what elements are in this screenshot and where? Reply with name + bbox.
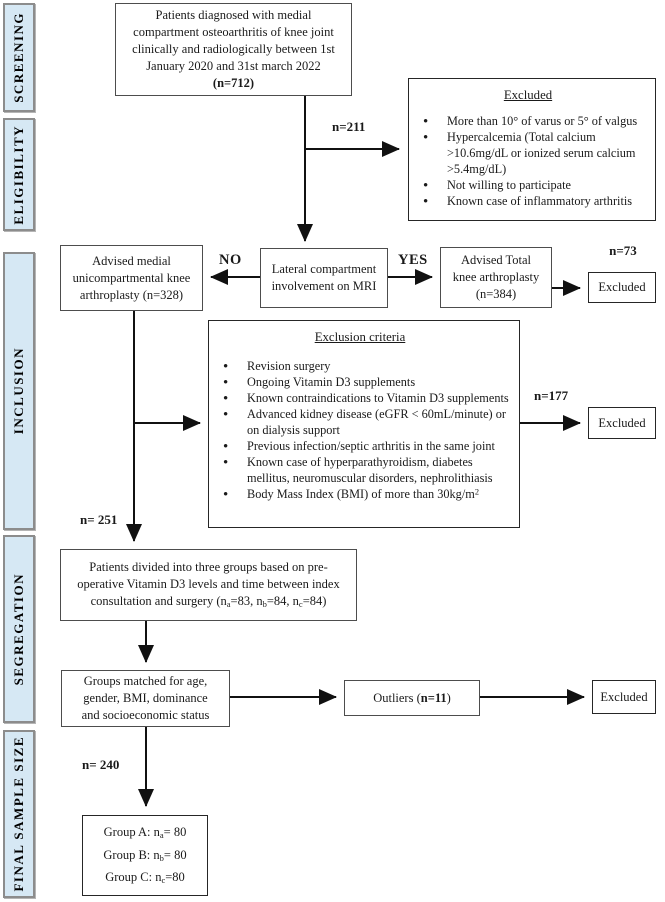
stage-screening: SCREENING xyxy=(3,3,35,112)
tka-excluded-box: Excluded xyxy=(588,272,656,303)
matched-box-line: gender, BMI, dominance xyxy=(83,691,208,705)
uka-box-line: unicompartmental knee xyxy=(72,270,191,285)
three-groups-box: Patients divided into three groups based… xyxy=(60,549,357,621)
exclusion-criteria-list: Revision surgery Ongoing Vitamin D3 supp… xyxy=(209,358,511,505)
excluded-text: Excluded xyxy=(598,280,646,294)
final-group-row: Group B: nb= 80 xyxy=(103,847,187,863)
groups-box-line: consultation and surgery (na=83, nb=84, … xyxy=(90,594,327,610)
excluded-item: Known case of inflammatory arthritis xyxy=(409,193,647,212)
mri-box-line: Lateral compartment xyxy=(271,262,377,276)
n211-label: n=211 xyxy=(332,119,366,134)
tka-box-line: knee arthroplasty xyxy=(452,270,540,284)
stage-final-sample-size: FINAL SAMPLE SIZE xyxy=(3,730,35,898)
groups-matched-box: Groups matched for age, gender, BMI, dom… xyxy=(61,670,230,727)
excluded-title: Excluded xyxy=(503,88,553,102)
stage-segregation-label: SEGREGATION xyxy=(11,572,26,686)
exclusion-criteria-box: Exclusion criteria Revision surgery Ongo… xyxy=(208,320,520,528)
criteria-item: Previous infection/septic arthritis in t… xyxy=(209,438,511,457)
final-group-row: Group A: na= 80 xyxy=(103,825,187,841)
criteria-item: Revision surgery xyxy=(209,358,511,377)
criteria-item: Ongoing Vitamin D3 supplements xyxy=(209,374,511,393)
mri-box-line: involvement on MRI xyxy=(271,279,377,293)
outliers-text: Outliers (n=11) xyxy=(373,690,451,705)
n73-label: n=73 xyxy=(609,243,637,258)
criteria-item-bmi: Body Mass Index (BMI) of more than 30kg/… xyxy=(209,486,511,505)
yes-label: YES xyxy=(398,252,428,268)
matched-box-line: and socioeconomic status xyxy=(81,708,210,722)
groups-box-line: operative Vitamin D3 levels and time bet… xyxy=(77,577,340,592)
uka-box-line: Advised medial xyxy=(92,253,171,268)
criteria-item: Advanced kidney disease (eGFR < 60mL/min… xyxy=(209,406,511,439)
screening-excluded-box: Excluded More than 10° of varus or 5° of… xyxy=(408,78,656,221)
outliers-box: Outliers (n=11) xyxy=(344,680,480,716)
final-group-row: Group C: nc=80 xyxy=(105,869,185,886)
n240-label: n= 240 xyxy=(82,757,120,772)
criteria-item: Known contraindications to Vitamin D3 su… xyxy=(209,390,511,409)
stage-final-sample-size-label: FINAL SAMPLE SIZE xyxy=(11,736,26,892)
advised-tka-box: Advised Total knee arthroplasty (n=384) xyxy=(440,247,552,308)
excluded-item: More than 10° of varus or 5° of valgus xyxy=(409,113,647,132)
matched-box-line: Groups matched for age, xyxy=(83,674,208,688)
tka-box-line: Advised Total xyxy=(460,253,532,267)
exclusion-criteria-title: Exclusion criteria xyxy=(314,330,406,344)
excluded-item: Not willing to participate xyxy=(409,177,647,196)
stage-eligibility: ELIGIBILITY xyxy=(3,118,35,231)
bmi-text: Body Mass Index (BMI) of more than 30kg/… xyxy=(247,486,475,501)
uka-box-line: arthroplasty (n=328) xyxy=(79,287,184,302)
excluded-text: Excluded xyxy=(598,415,646,430)
excluded-item: Hypercalcemia (Total calcium >10.6mg/dL … xyxy=(409,129,647,178)
final-groups-box: Group A: na= 80 Group B: nb= 80 Group C:… xyxy=(82,815,208,896)
segregation-excluded-box: Excluded xyxy=(592,680,656,714)
patients-box-line: January 2020 and 31st march 2022 xyxy=(146,59,321,73)
stage-inclusion-label: INCLUSION xyxy=(11,347,26,435)
patients-diagnosed-box: Patients diagnosed with medial compartme… xyxy=(115,3,352,96)
patients-box-line: clinically and radiologically between 1s… xyxy=(132,42,335,56)
screening-excluded-list: More than 10° of varus or 5° of valgus H… xyxy=(409,113,647,212)
n251-label: n= 251 xyxy=(80,512,118,527)
advised-uka-box: Advised medial unicompartmental knee art… xyxy=(60,245,203,311)
patients-box-n: (n=712) xyxy=(212,76,255,90)
no-label: NO xyxy=(219,252,242,268)
groups-box-line: Patients divided into three groups based… xyxy=(89,560,328,575)
bmi-superscript: 2 xyxy=(474,486,479,496)
patients-box-line: Patients diagnosed with medial xyxy=(155,8,312,22)
stage-eligibility-label: ELIGIBILITY xyxy=(11,124,26,225)
stage-inclusion: INCLUSION xyxy=(3,252,35,530)
stage-screening-label: SCREENING xyxy=(11,12,26,103)
stage-segregation: SEGREGATION xyxy=(3,535,35,723)
inclusion-excluded-box: Excluded xyxy=(588,407,656,439)
criteria-item: Known case of hyperparathyroidism, diabe… xyxy=(209,454,511,487)
patients-box-line: compartment osteoarthritis of knee joint xyxy=(133,25,334,39)
mri-decision-box: Lateral compartment involvement on MRI xyxy=(260,248,388,308)
n177-label: n=177 xyxy=(534,388,569,403)
excluded-text: Excluded xyxy=(600,689,648,704)
tka-box-line: (n=384) xyxy=(475,287,517,301)
